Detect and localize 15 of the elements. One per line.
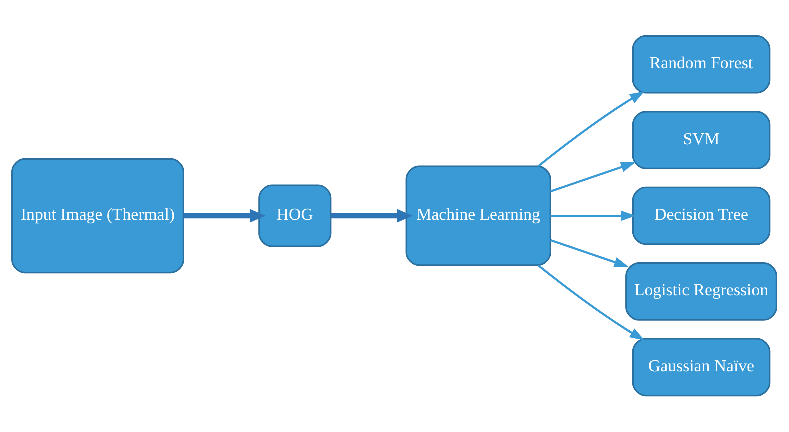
arrow [184, 209, 266, 223]
arrow [538, 264, 645, 340]
arrow [331, 209, 413, 223]
node-box: Gaussian Naïve [632, 338, 771, 397]
arrow [538, 92, 645, 168]
node-box: SVM [632, 111, 771, 170]
node-box: Logistic Regression [626, 262, 778, 321]
arrow [550, 210, 636, 222]
node-box: Input Image (Thermal) [12, 158, 184, 274]
arrow [550, 162, 636, 193]
node-box: Decision Tree [632, 186, 771, 246]
node-box: Machine Learning [406, 166, 552, 266]
node-box: Random Forest [632, 35, 771, 94]
arrow [550, 239, 630, 268]
node-box: HOG [258, 184, 332, 248]
